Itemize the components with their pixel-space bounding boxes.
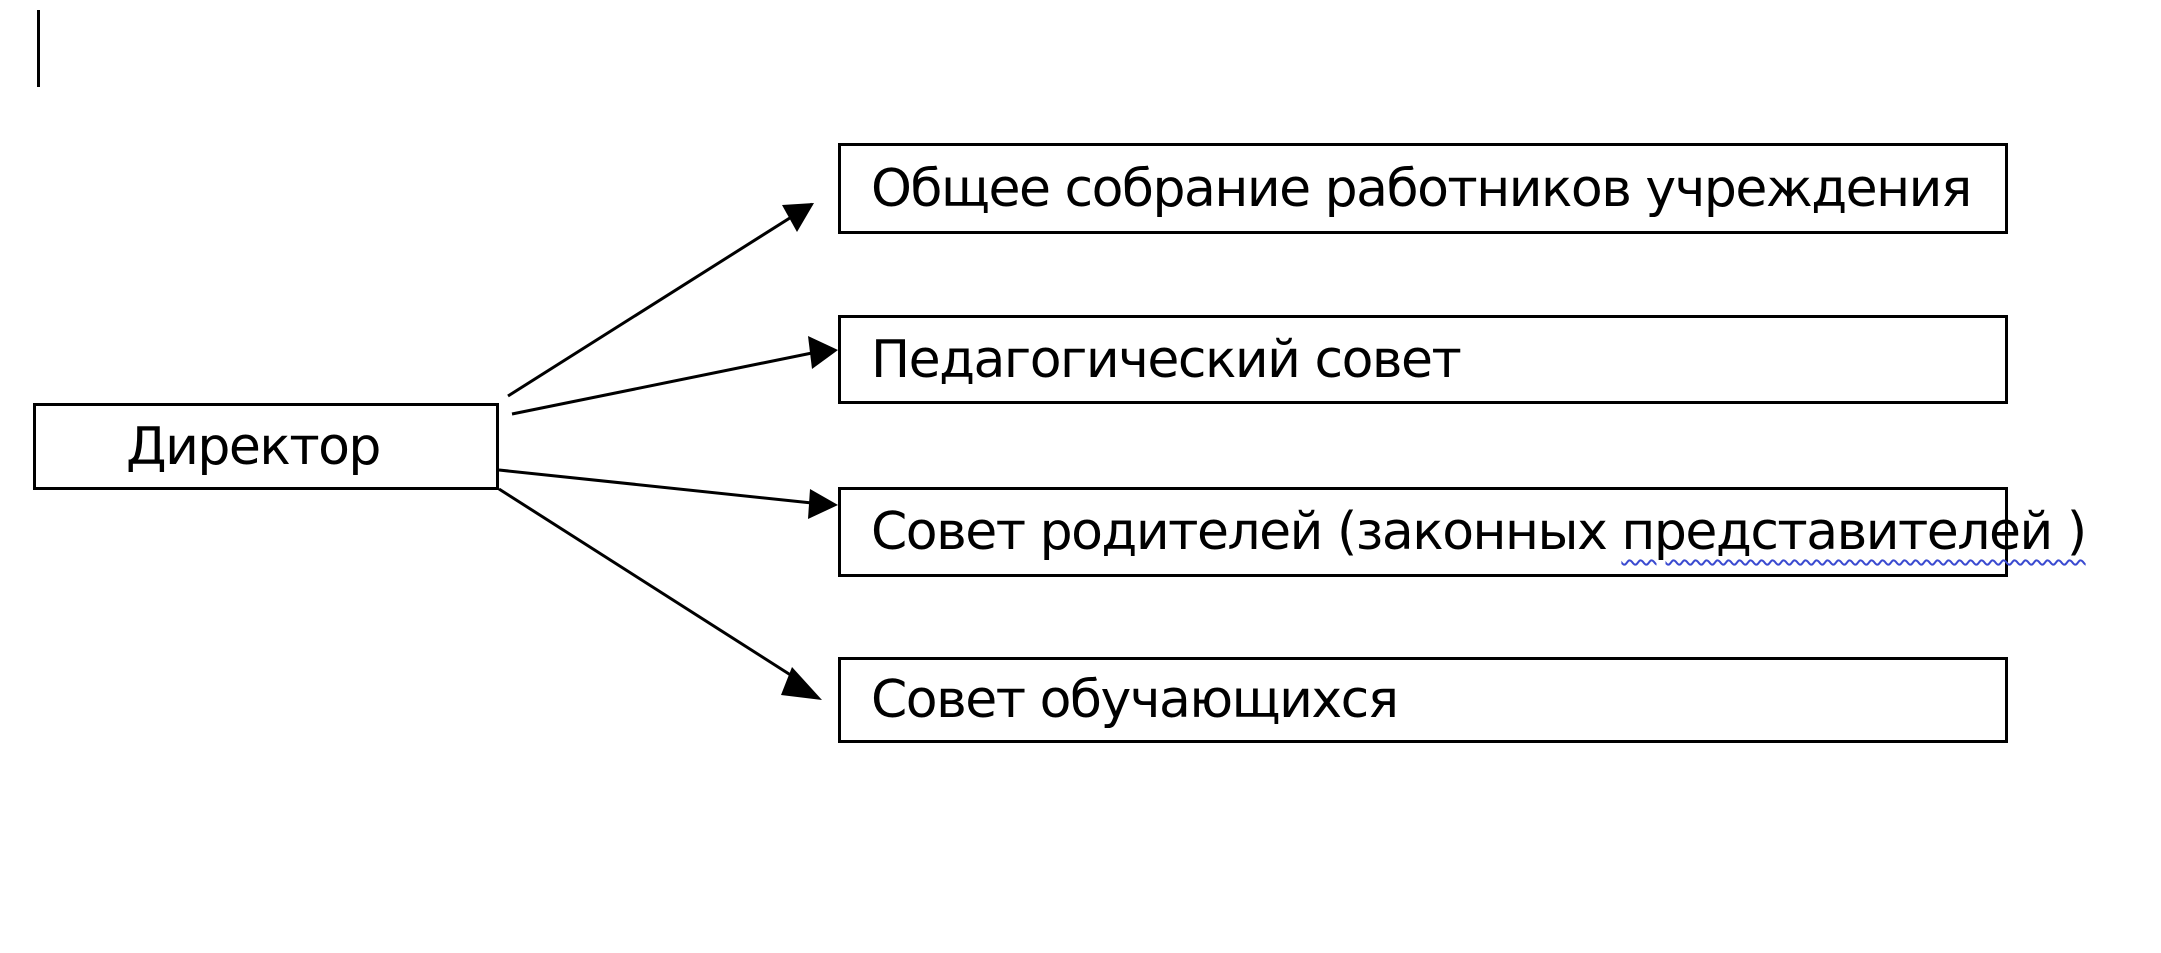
- parents-council-box: Совет родителей (законных представителей…: [838, 487, 2087, 577]
- arrow-to-general-meeting: [507, 202, 813, 398]
- text-cursor: [37, 10, 40, 87]
- arrowhead-general-meeting: [782, 203, 814, 232]
- arrow-to-pedagogical-council: [511, 351, 813, 416]
- director-label: Директор: [126, 416, 381, 477]
- students-council-label: Совет обучающихся: [871, 670, 1399, 730]
- parents-council-label: Совет родителей (законных: [871, 502, 1622, 562]
- pedagogical-council-label: Педагогический совет: [871, 329, 1462, 390]
- arrowhead-parents-council: [808, 489, 838, 519]
- arrowhead-students-council: [781, 667, 822, 700]
- arrow-to-students-council: [498, 487, 801, 683]
- spellcheck-flagged-text: представителей ): [1621, 502, 2087, 562]
- arrowhead-pedagogical-council: [808, 336, 838, 369]
- students-council-box: Совет обучающихся: [838, 657, 2008, 743]
- general-meeting-label: Общее собрание работников учреждения: [871, 158, 1972, 219]
- arrow-to-parents-council: [498, 468, 813, 505]
- general-meeting-box: Общее собрание работников учреждения: [838, 143, 2008, 234]
- pedagogical-council-box: Педагогический совет: [838, 315, 2008, 404]
- director-box: Директор: [33, 403, 499, 490]
